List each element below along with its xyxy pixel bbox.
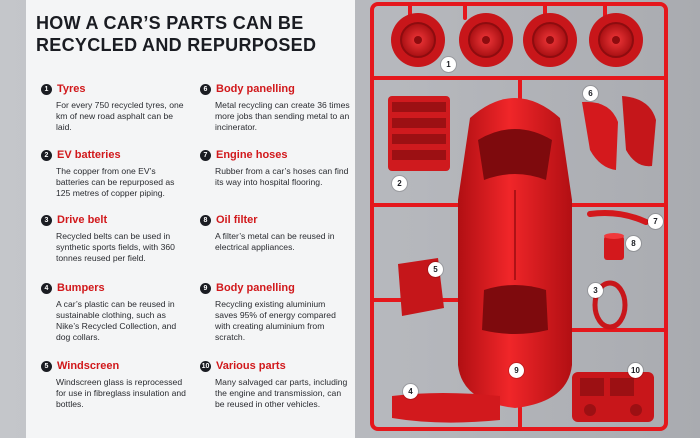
- oil-filter-icon: [604, 233, 624, 260]
- item-drive-belt: 3 Drive belt Recycled belts can be used i…: [41, 213, 191, 264]
- engine-icon: [572, 372, 654, 422]
- badge-7: 7: [648, 214, 663, 229]
- item-name: Various parts: [216, 360, 286, 372]
- item-name: Body panelling: [216, 282, 295, 294]
- item-number: 5: [41, 360, 52, 372]
- item-description: Metal recycling can create 36 times more…: [215, 100, 350, 132]
- item-description: Rubber from a car’s hoses can find its w…: [215, 166, 349, 187]
- battery-pack-icon: [388, 96, 450, 171]
- item-name: Windscreen: [57, 360, 120, 372]
- item-various-parts: 10 Various parts Many salvaged car parts,…: [200, 359, 350, 410]
- badge-3: 3: [588, 283, 603, 298]
- badge-10: 10: [628, 363, 643, 378]
- item-body-panelling-aluminium: 9 Body panelling Recycling existing alumi…: [200, 281, 350, 343]
- tyre-icon: [523, 13, 577, 67]
- badge-6: 6: [583, 86, 598, 101]
- item-description: A filter’s metal can be reused in electr…: [215, 231, 335, 252]
- page-title: HOW A CAR’S PARTS CAN BE RECYCLED AND RE…: [36, 13, 317, 55]
- item-name: Oil filter: [216, 214, 258, 226]
- item-description: Many salvaged car parts, including the e…: [215, 377, 348, 409]
- tyre-icon: [589, 13, 643, 67]
- item-description: For every 750 recycled tyres, one km of …: [56, 100, 184, 132]
- item-number: 8: [200, 214, 211, 226]
- badge-2: 2: [392, 176, 407, 191]
- item-description: The copper from one EV’s batteries can b…: [56, 166, 175, 198]
- item-tyres: 1 Tyres For every 750 recycled tyres, one…: [41, 82, 191, 133]
- item-number: 6: [200, 83, 211, 95]
- item-number: 4: [41, 282, 52, 294]
- item-windscreen: 5 Windscreen Windscreen glass is reproces…: [41, 359, 191, 410]
- item-engine-hoses: 7 Engine hoses Rubber from a car’s hoses …: [200, 148, 350, 188]
- badge-8: 8: [626, 236, 641, 251]
- badge-1: 1: [441, 57, 456, 72]
- bumper-icon: [392, 393, 500, 423]
- item-description: Recycled belts can be used in synthetic …: [56, 231, 175, 263]
- item-number: 1: [41, 83, 52, 95]
- item-description: Recycling existing aluminium saves 95% o…: [215, 299, 336, 342]
- item-oil-filter: 8 Oil filter A filter’s metal can be reus…: [200, 213, 350, 253]
- fender-panel-icon: [582, 96, 656, 170]
- item-number: 10: [200, 360, 211, 372]
- badge-5: 5: [428, 262, 443, 277]
- item-body-panelling: 6 Body panelling Metal recycling can crea…: [200, 82, 350, 133]
- item-name: Engine hoses: [216, 149, 288, 161]
- item-name: Body panelling: [216, 83, 295, 95]
- badge-9: 9: [509, 363, 524, 378]
- item-description: Windscreen glass is reprocessed for use …: [56, 377, 186, 409]
- sprue-frame: [370, 2, 668, 431]
- item-description: A car’s plastic can be reused in sustain…: [56, 299, 177, 342]
- item-name: Drive belt: [57, 214, 108, 226]
- item-number: 3: [41, 214, 52, 226]
- tyre-icon: [459, 13, 513, 67]
- car-body-icon: [458, 98, 572, 408]
- item-bumpers: 4 Bumpers A car’s plastic can be reused i…: [41, 281, 191, 343]
- drive-belt-icon: [592, 280, 628, 330]
- item-name: Bumpers: [57, 282, 105, 294]
- item-number: 2: [41, 149, 52, 161]
- item-number: 7: [200, 149, 211, 161]
- info-panel: [26, 0, 355, 438]
- item-number: 9: [200, 282, 211, 294]
- badge-4: 4: [403, 384, 418, 399]
- engine-hose-icon: [587, 210, 649, 225]
- item-ev-batteries: 2 EV batteries The copper from one EV’s b…: [41, 148, 191, 199]
- item-name: Tyres: [57, 83, 86, 95]
- tyre-icon: [391, 13, 445, 67]
- item-name: EV batteries: [57, 149, 121, 161]
